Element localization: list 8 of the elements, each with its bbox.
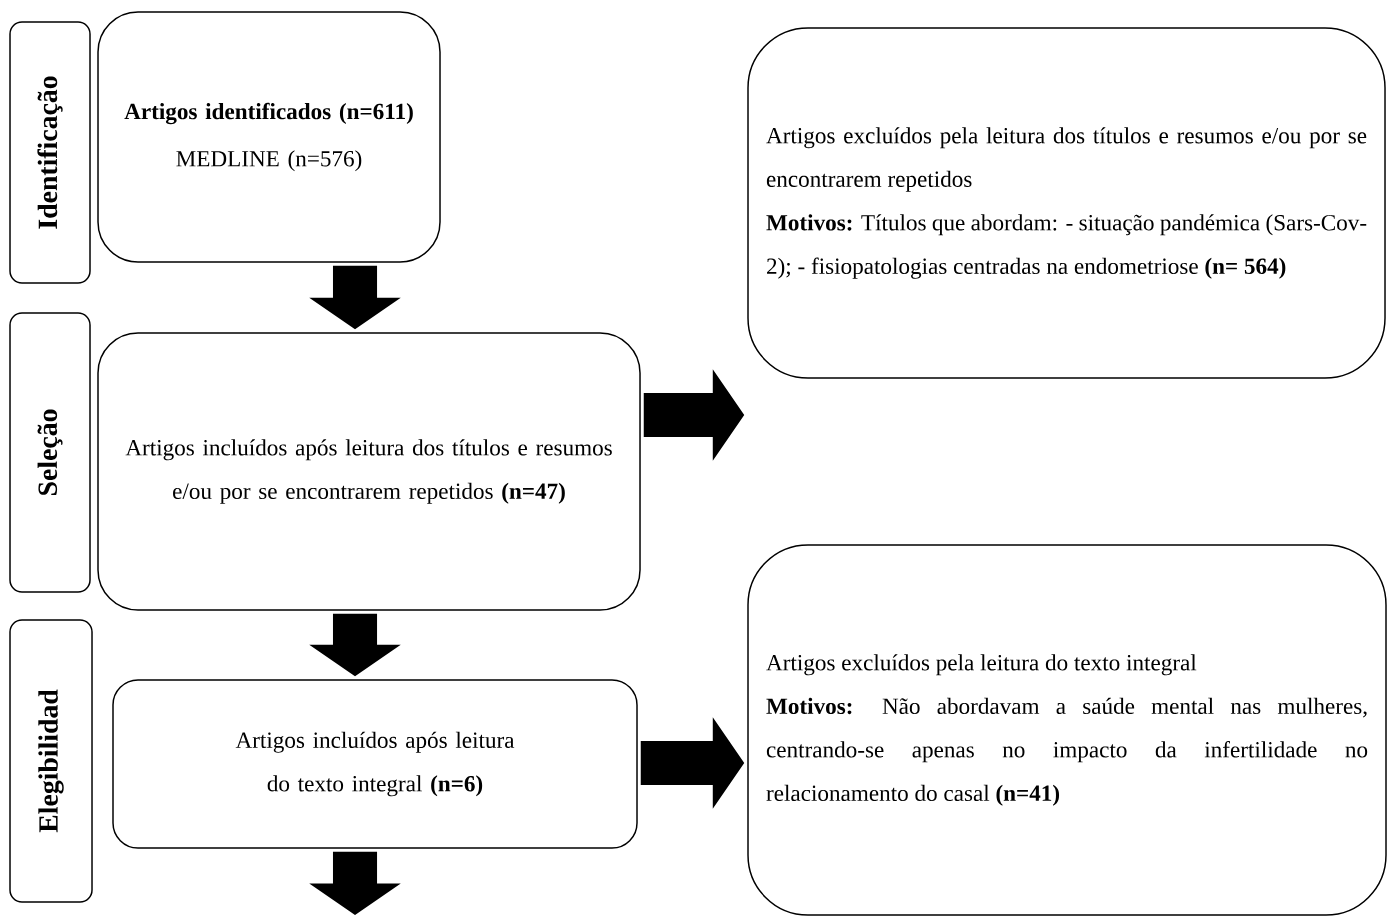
exclusion-box: Artigos excluídos pela leitura do texto integral Motivos: Não abordavam a saúde mental nas mulheres, centrando-se apenas no impacto da infertilidade no relacionamento do casal (n=41) — [747, 544, 1387, 916]
exclusion-box: Artigos excluídos pela leitura dos títulos e resumos e/ou por se encontrarem repetidos Motivos: Títulos que abordam: - situação pandémica (Sars-Cov-2); - fisiopatologias centradas na endometriose (n= 564) — [747, 27, 1386, 379]
process-box: Artigos incluídos após leitura do texto integral (n=6) — [112, 679, 638, 849]
stage-label: Identificação — [9, 21, 91, 284]
process-box: Artigos identificados (n=611) MEDLINE (n=576) — [97, 11, 441, 263]
stage-label: Seleção — [9, 312, 91, 593]
stage-label: Elegibilidad — [9, 619, 93, 903]
process-box: Artigos incluídos após leitura dos títulos e resumos e/ou por se encontrarem repetidos (n=47) — [97, 332, 641, 611]
